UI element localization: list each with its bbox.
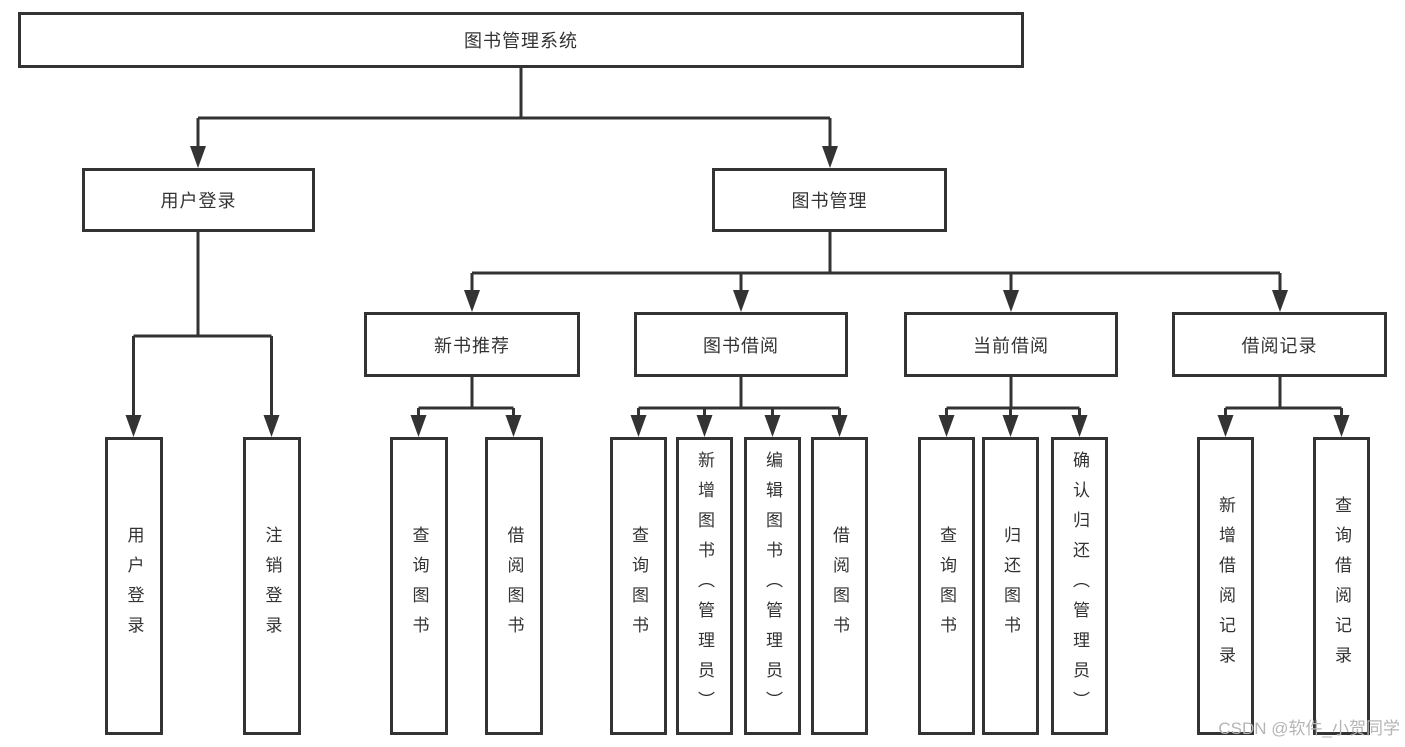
leaf-logout: 注销登录: [243, 437, 301, 735]
leaf-borrow-books-borrowing: 借阅图书: [811, 437, 868, 735]
leaf-label: 新增图书（管理员）: [695, 451, 714, 721]
node-borrowing-records: 借阅记录: [1172, 312, 1387, 377]
node-label: 图书借阅: [703, 335, 779, 356]
leaf-edit-books-admin: 编辑图书（管理员）: [744, 437, 801, 735]
leaf-label: 注销登录: [262, 526, 282, 646]
node-library-management-system: 图书管理系统: [18, 12, 1024, 68]
node-current-borrowing: 当前借阅: [904, 312, 1118, 377]
leaf-label: 查询图书: [937, 526, 956, 646]
leaf-label: 编辑图书（管理员）: [763, 451, 782, 721]
leaf-label: 新增借阅记录: [1216, 496, 1235, 676]
node-label: 新书推荐: [434, 335, 510, 356]
leaf-user-login: 用户登录: [105, 437, 163, 735]
csdn-watermark: CSDN @软件_小贺同学: [1218, 719, 1400, 738]
node-book-borrowing: 图书借阅: [634, 312, 848, 377]
leaf-confirm-return-admin: 确认归还（管理员）: [1051, 437, 1108, 735]
leaf-add-books-admin: 新增图书（管理员）: [676, 437, 733, 735]
node-user-login: 用户登录: [82, 168, 315, 232]
leaf-query-borrow-record: 查询借阅记录: [1313, 437, 1370, 735]
leaf-label: 借阅图书: [830, 526, 849, 646]
leaf-label: 查询图书: [629, 526, 648, 646]
leaf-label: 用户登录: [124, 526, 144, 646]
node-label: 图书管理系统: [464, 31, 578, 51]
node-label: 用户登录: [160, 191, 237, 211]
leaf-label: 查询图书: [409, 526, 429, 646]
leaf-label: 归还图书: [1001, 526, 1020, 646]
node-label: 借阅记录: [1241, 335, 1318, 356]
leaf-label: 借阅图书: [504, 526, 524, 646]
leaf-query-books-recommend: 查询图书: [390, 437, 448, 735]
node-label: 当前借阅: [973, 335, 1049, 356]
leaf-label: 查询借阅记录: [1332, 496, 1351, 676]
node-book-management: 图书管理: [712, 168, 947, 232]
leaf-query-books-current: 查询图书: [918, 437, 975, 735]
leaf-return-books: 归还图书: [982, 437, 1039, 735]
leaf-borrow-books-recommend: 借阅图书: [485, 437, 543, 735]
leaf-label: 确认归还（管理员）: [1070, 451, 1089, 721]
node-new-book-recommendation: 新书推荐: [364, 312, 580, 377]
leaf-add-borrow-record: 新增借阅记录: [1197, 437, 1254, 735]
node-label: 图书管理: [791, 191, 868, 211]
leaf-query-books-borrowing: 查询图书: [610, 437, 667, 735]
